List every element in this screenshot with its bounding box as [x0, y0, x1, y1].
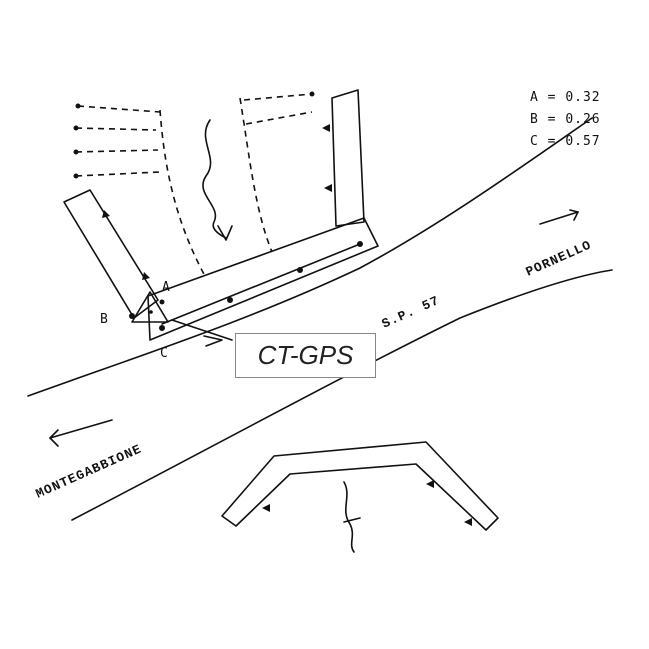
legend: A = 0.32 B = 0.26 C = 0.57	[530, 90, 601, 149]
landslide-boundary-right	[239, 97, 273, 253]
legend-row-b: B = 0.26	[530, 112, 601, 127]
arrow-east-icon	[539, 209, 579, 225]
retaining-wall-lower	[221, 441, 499, 531]
point-label-c: C	[160, 346, 169, 361]
gps-callout-label: CT-GPS	[257, 340, 354, 370]
legend-row-a: A = 0.32	[530, 90, 601, 105]
callout-pointer-icon	[171, 319, 233, 347]
road-edge-south	[71, 269, 613, 521]
retaining-wall-left	[63, 189, 159, 319]
retaining-wall-right	[322, 89, 365, 227]
point-label-b: B	[100, 312, 109, 327]
destination-east-label: PORNELLO	[524, 237, 594, 279]
arrow-west-icon	[49, 419, 113, 447]
gps-callout-box: CT-GPS	[235, 333, 376, 378]
flow-lines-left	[73, 103, 161, 179]
survey-triangle	[129, 291, 169, 323]
flow-lines-right	[243, 91, 315, 125]
movement-arrow-lower-icon	[343, 481, 361, 553]
road-edge-north	[27, 117, 593, 397]
retaining-wall-main	[147, 217, 379, 341]
movement-arrow-icon	[202, 119, 233, 241]
legend-row-c: C = 0.57	[530, 134, 601, 149]
point-label-a: A	[162, 280, 171, 295]
landslide-boundary-left	[159, 109, 207, 279]
road-name-label: S.P. 57	[380, 293, 442, 332]
destination-west-label: MONTEGABBIONE	[34, 441, 145, 501]
